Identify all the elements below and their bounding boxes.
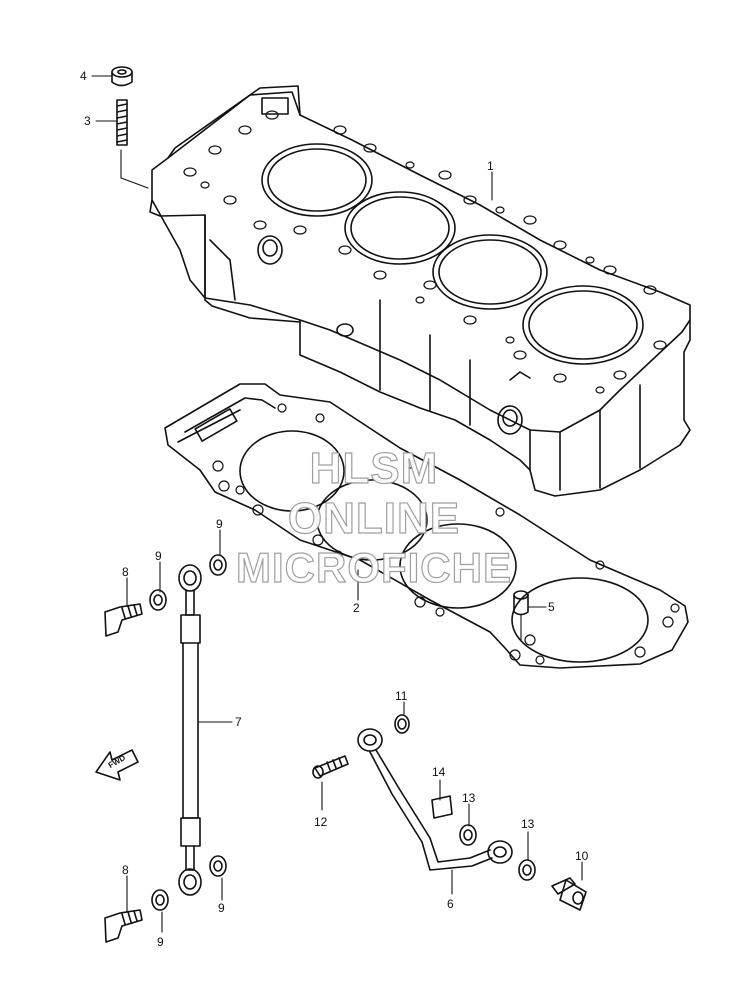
callout-8-bottom: 8 bbox=[122, 863, 129, 877]
union-bolt bbox=[312, 755, 349, 779]
callout-13-left: 13 bbox=[462, 791, 476, 805]
callout-14: 14 bbox=[432, 765, 446, 779]
callout-8-top: 8 bbox=[122, 565, 129, 579]
callout-12: 12 bbox=[314, 815, 328, 829]
callout-11: 11 bbox=[395, 689, 408, 703]
watermark-line-1: HLSM bbox=[309, 443, 439, 493]
oil-hose bbox=[178, 564, 202, 896]
callout-10: 10 bbox=[575, 849, 589, 863]
cylinder-block bbox=[149, 85, 691, 497]
callout-2: 2 bbox=[353, 601, 360, 615]
washer bbox=[149, 554, 227, 911]
leader-lines bbox=[91, 75, 583, 933]
callout-7: 7 bbox=[235, 715, 242, 729]
banjo-bolt-lower bbox=[104, 909, 143, 943]
watermark-line-3: MICROFICHE bbox=[235, 543, 512, 591]
callout-5: 5 bbox=[548, 600, 555, 614]
banjo-bolt-upper bbox=[104, 603, 143, 637]
stud-bolt bbox=[116, 99, 128, 146]
callout-9-top-left: 9 bbox=[155, 549, 162, 563]
gasket-washer bbox=[459, 824, 536, 881]
cap bbox=[431, 795, 453, 819]
cylinder-gasket bbox=[164, 383, 689, 669]
callout-6: 6 bbox=[447, 897, 454, 911]
o-ring bbox=[394, 714, 410, 734]
plug-bolt bbox=[551, 877, 587, 911]
fwd-arrow-icon bbox=[95, 749, 139, 781]
callout-1: 1 bbox=[487, 159, 494, 173]
callout-13-right: 13 bbox=[521, 817, 535, 831]
callout-9-bottom-right: 9 bbox=[218, 901, 225, 915]
watermark-line-2: ONLINE bbox=[287, 493, 461, 543]
flange-nut bbox=[111, 66, 133, 87]
callout-4: 4 bbox=[80, 69, 87, 83]
oil-pipe bbox=[357, 728, 513, 871]
callout-9-bottom-left: 9 bbox=[157, 935, 164, 949]
callout-3: 3 bbox=[84, 114, 91, 128]
callout-9-top-right: 9 bbox=[216, 517, 223, 531]
